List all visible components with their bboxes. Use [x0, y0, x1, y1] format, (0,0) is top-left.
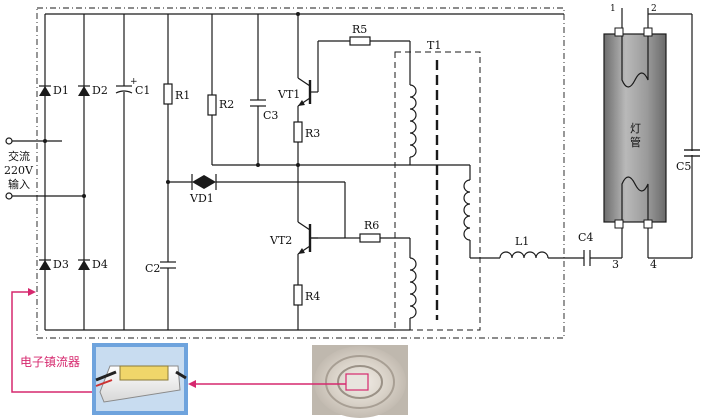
- diode-d3: [39, 260, 51, 270]
- label-d1: D1: [53, 84, 69, 97]
- ceiling-lamp-photo: [312, 345, 408, 418]
- input-label-line3: 输入: [8, 177, 30, 191]
- label-r1: R1: [175, 89, 190, 102]
- capacitor-c2: [160, 261, 176, 330]
- resistor-r4: [293, 284, 303, 330]
- transistor-vt1: [296, 12, 319, 122]
- transformer-t1: [394, 51, 500, 331]
- label-r6: R6: [364, 219, 379, 232]
- capacitor-c1: [115, 14, 133, 330]
- ac-input-terminals: [5, 137, 84, 200]
- label-vt1: VT1: [277, 88, 300, 101]
- resistor-r2: [207, 14, 470, 166]
- label-r3: R3: [305, 127, 320, 140]
- transistor-vt2: [297, 221, 318, 285]
- ballast-photo: [92, 343, 188, 415]
- diac-vd1: [166, 174, 346, 239]
- label-vt2: VT2: [269, 234, 292, 247]
- photo-caption: 电子镇流器: [20, 355, 80, 369]
- label-d2: D2: [92, 84, 108, 97]
- label-c1: C1: [135, 84, 150, 97]
- label-r4: R4: [305, 290, 320, 303]
- label-vd1: VD1: [189, 192, 214, 205]
- label-r2: R2: [219, 98, 234, 111]
- resistor-r3: [293, 121, 303, 222]
- label-c3: C3: [263, 109, 278, 122]
- lamp-label-line1: 灯: [630, 122, 641, 135]
- bridge-rectifier: [39, 14, 90, 330]
- fluorescent-lamp: [603, 8, 693, 259]
- label-c2: C2: [145, 262, 160, 275]
- label-r5: R5: [352, 23, 367, 36]
- capacitor-c3: [250, 14, 266, 167]
- diode-d2: [78, 86, 90, 96]
- label-pin1: 1: [610, 4, 616, 14]
- input-label-line2: 220V: [4, 164, 34, 177]
- diode-d4: [78, 260, 90, 270]
- label-t1: T1: [427, 39, 441, 52]
- capacitor-c5: [684, 149, 700, 157]
- inductor-l1: [499, 251, 584, 259]
- label-pin3: 3: [612, 258, 619, 271]
- lamp-label-line2: 管: [630, 135, 641, 149]
- label-c4: C4: [578, 231, 593, 244]
- callout-arrows: [11, 288, 346, 393]
- resistor-r5: [318, 36, 411, 85]
- label-pin2: 2: [651, 4, 657, 14]
- label-d4: D4: [92, 258, 108, 271]
- label-l1: L1: [515, 235, 529, 248]
- ballast-boundary: [36, 7, 565, 339]
- label-pin4: 4: [650, 258, 657, 271]
- label-c5: C5: [676, 160, 691, 173]
- diode-d1: [39, 86, 51, 96]
- input-label-line1: 交流: [8, 149, 30, 163]
- label-c1-plus: +: [130, 77, 138, 87]
- label-d3: D3: [53, 258, 69, 271]
